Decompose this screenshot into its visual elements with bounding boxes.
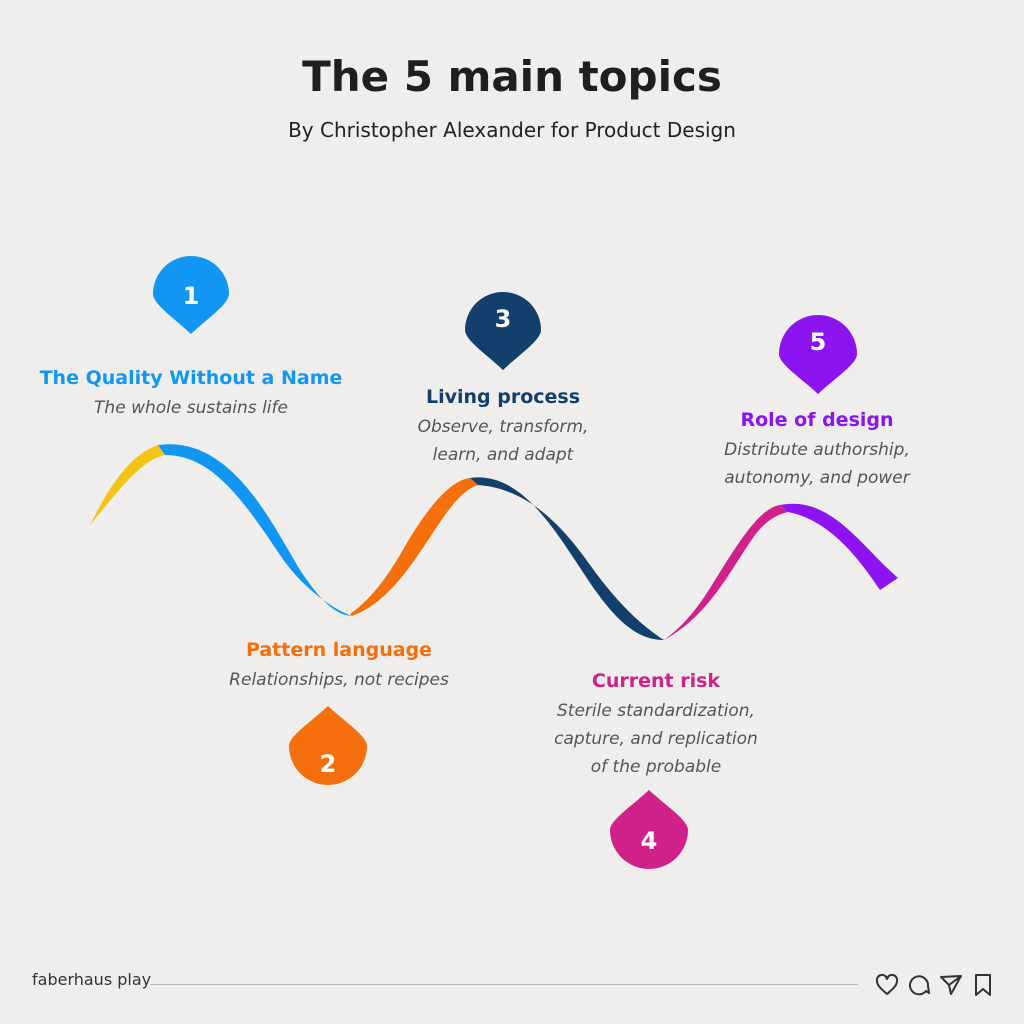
pin-shape-2	[289, 706, 367, 785]
pin-number-2: 2	[320, 750, 337, 778]
topic-1: The Quality Without a Name The whole sus…	[11, 366, 371, 422]
topic-desc-1: The whole sustains life	[94, 398, 288, 418]
marker-pin-4: 4	[610, 790, 688, 869]
marker-pin-3: 3	[465, 292, 541, 370]
footer-divider	[150, 984, 858, 985]
topic-3: Living process Observe, transform, learn…	[323, 385, 683, 469]
marker-pin-5: 5	[779, 315, 857, 394]
pin-number-4: 4	[641, 827, 658, 855]
social-actions	[874, 972, 996, 998]
topic-title-1: The Quality Without a Name	[39, 367, 343, 389]
pin-shape-1	[153, 256, 229, 334]
bookmark-icon[interactable]	[970, 972, 996, 998]
page-title: The 5 main topics	[302, 52, 722, 101]
comment-icon[interactable]	[906, 972, 932, 998]
topic-desc-4: Sterile standardization, capture, and re…	[554, 701, 758, 777]
ribbon-segment-2	[350, 478, 478, 616]
brand-wordmark: faberhaus play	[32, 970, 152, 989]
pin-shape-3	[465, 292, 541, 370]
ribbon-segment-5	[780, 503, 898, 590]
marker-pin-1: 1	[153, 256, 229, 334]
page-subtitle: By Christopher Alexander for Product Des…	[288, 118, 736, 142]
ribbon-segment-4	[664, 505, 788, 640]
pin-number-5: 5	[810, 328, 827, 356]
topic-2: Pattern language Relationships, not reci…	[159, 638, 519, 694]
topic-desc-5: Distribute authorship, autonomy, and pow…	[724, 440, 910, 488]
ribbon-segment-start	[90, 445, 165, 525]
topic-title-4: Current risk	[591, 670, 721, 692]
topic-5: Role of design Distribute authorship, au…	[637, 408, 997, 492]
pin-number-1: 1	[183, 282, 200, 310]
topic-title-3: Living process	[425, 386, 581, 408]
marker-pin-2: 2	[289, 706, 367, 785]
heart-icon[interactable]	[874, 972, 900, 998]
topic-4: Current risk Sterile standardization, ca…	[476, 669, 836, 781]
topic-title-5: Role of design	[740, 409, 894, 431]
topic-desc-3: Observe, transform, learn, and adapt	[417, 417, 589, 465]
topic-title-2: Pattern language	[245, 639, 433, 661]
pin-number-3: 3	[495, 305, 512, 333]
topic-desc-2: Relationships, not recipes	[229, 670, 449, 690]
pin-shape-5	[779, 315, 857, 394]
send-icon[interactable]	[938, 972, 964, 998]
pin-shape-4	[610, 790, 688, 869]
ribbon-segment-3	[470, 477, 664, 640]
